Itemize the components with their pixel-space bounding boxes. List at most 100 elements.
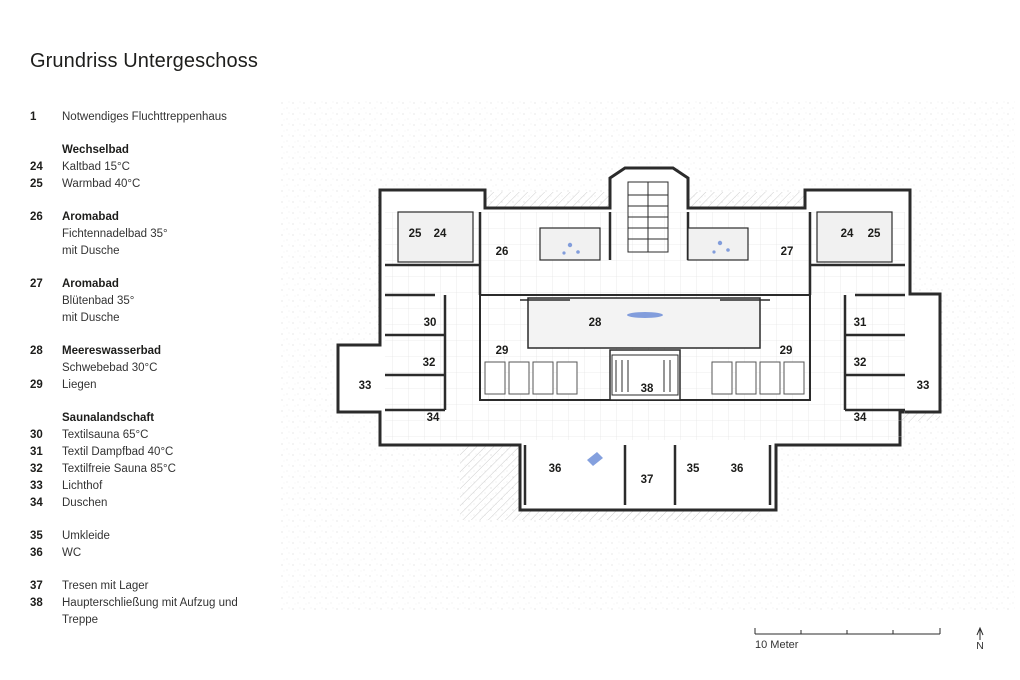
legend-number [30,360,62,377]
legend-text: Fichtennadelbad 35° [62,228,168,240]
legend-text: Liegen [62,379,97,391]
legend-number: 26 [30,211,43,223]
legend-text: Blütenbad 35° [62,295,135,307]
room-label-29a: 29 [496,345,509,357]
room-label-38: 38 [641,383,654,395]
room-label-24b: 24 [841,228,854,240]
legend-item: 29 Liegen [30,377,275,394]
legend-item: 31 Textil Dampfbad 40°C [30,444,275,461]
legend-number: 1 [30,111,37,123]
legend-item: 33 Lichthof [30,478,275,495]
room-label-33b: 33 [917,380,930,392]
legend-text: WC [62,547,82,559]
legend-heading: Aromabad [62,211,119,223]
legend-heading: Meereswasserbad [62,345,162,357]
legend-item: 38 Haupterschließung mit Aufzug und Trepp… [30,595,275,629]
legend-heading: Aromabad [62,278,119,290]
room-label-25b: 25 [868,228,881,240]
water-marks [562,240,730,466]
legend-item: mit Dusche [30,243,275,260]
legend-number [30,310,62,327]
legend-number: 33 [30,480,43,492]
bath-basins [397,211,893,263]
legend-text: Schwebebad 30°C [62,362,158,374]
legend-item: 25 Warmbad 40°C [30,176,275,193]
legend-group: Wechselbad 24 Kaltbad 15°C 25 Warmbad 40°C [30,142,275,193]
legend-text: Notwendiges Fluchttreppenhaus [62,111,227,123]
legend-group: 37 Tresen mit Lager 38 Haupterschließung mi… [30,578,275,629]
legend-number: 28 [30,345,43,357]
legend-number: 37 [30,580,43,592]
room-label-36b: 36 [731,463,744,475]
legend-item: Blütenbad 35° [30,293,275,310]
legend-text: Textilfreie Sauna 85°C [62,463,176,475]
legend-heading: Wechselbad [62,144,129,156]
north-arrow-icon [976,626,984,640]
legend-number: 30 [30,429,43,441]
legend-number: 35 [30,530,43,542]
legend-heading-row: 28 Meereswasserbad [30,343,275,360]
page-title: Grundriss Untergeschoss [30,50,258,72]
room-label-28: 28 [589,317,602,329]
lounger-rows [484,361,805,395]
legend-number [30,410,62,427]
room-label-37: 37 [641,474,654,486]
legend-item: 1 Notwendiges Fluchttreppenhaus [30,109,275,126]
legend-item: mit Dusche [30,310,275,327]
north-label: N [976,640,984,652]
room-label-34b: 34 [854,412,867,424]
legend-number [30,142,62,159]
room-label-33a: 33 [359,380,372,392]
legend-heading-row: Saunalandschaft [30,410,275,427]
room-label-30: 30 [424,317,437,329]
legend-text: Lichthof [62,480,103,492]
legend-number: 32 [30,463,43,475]
legend-item: Schwebebad 30°C [30,360,275,377]
legend-text: Textil Dampfbad 40°C [62,446,174,458]
room-label-27: 27 [781,246,794,258]
floor-plan: 25 24 26 27 24 25 28 29 29 30 31 32 32 3… [280,100,1015,665]
legend-item: 37 Tresen mit Lager [30,578,275,595]
room-label-31: 31 [854,317,867,329]
legend-item: 36 WC [30,545,275,562]
legend-text: Kaltbad 15°C [62,161,130,173]
room-label-32a: 32 [423,357,436,369]
interior-walls [385,212,905,505]
room-label-24a: 24 [434,228,447,240]
legend-number: 24 [30,161,43,173]
legend-number: 36 [30,547,43,559]
legend-number: 29 [30,379,43,391]
legend-item: 24 Kaltbad 15°C [30,159,275,176]
main-stair [611,354,679,396]
legend-number: 27 [30,278,43,290]
legend-heading-row: Wechselbad [30,142,275,159]
room-label-34a: 34 [427,412,440,424]
legend-text: Tresen mit Lager [62,580,149,592]
legend-number: 31 [30,446,43,458]
legend-text: Haupterschließung mit Aufzug und Treppe [62,597,238,626]
room-label-26: 26 [496,246,509,258]
room-labels: 25 24 26 27 24 25 28 29 29 30 31 32 32 3… [359,228,930,486]
legend-number [30,293,62,310]
scale-bar [754,628,941,635]
legend-number [30,226,62,243]
legend-number: 34 [30,497,43,509]
scale-label: 10 Meter [755,639,799,651]
pool-hall [479,294,811,401]
legend-number: 38 [30,597,43,609]
legend-heading: Saunalandschaft [62,412,155,424]
legend-number [30,243,62,260]
legend-heading-row: 26 Aromabad [30,209,275,226]
room-label-32b: 32 [854,357,867,369]
legend-group: 1 Notwendiges Fluchttreppenhaus [30,109,275,126]
legend-text: Warmbad 40°C [62,178,141,190]
legend-number: 25 [30,178,43,190]
escape-stair [627,181,669,253]
